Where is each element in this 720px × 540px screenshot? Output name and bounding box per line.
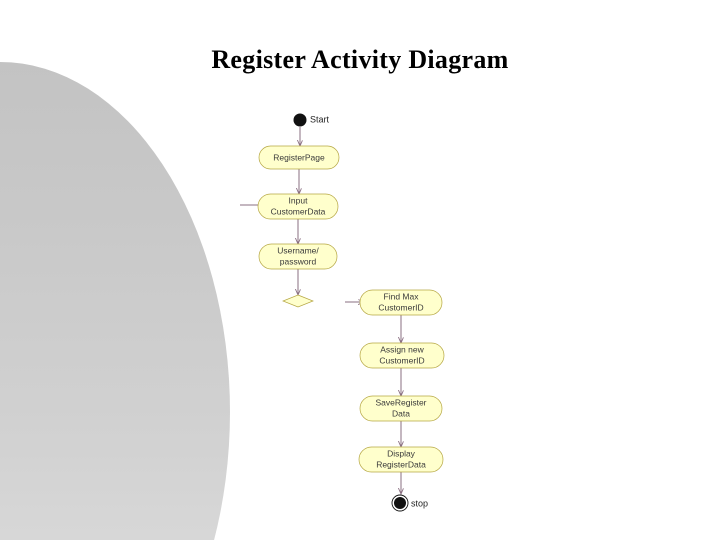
page-title: Register Activity Diagram <box>211 45 509 74</box>
node-display-register-data[interactable]: Display RegisterData <box>358 446 444 473</box>
action-shape <box>257 193 339 220</box>
node-label-line2: RegisterData <box>376 459 426 469</box>
decision-diamond-shape <box>282 294 314 308</box>
final-node-ring <box>391 494 409 512</box>
start-label: Start <box>310 114 330 124</box>
node-find-max-customerid[interactable]: Find Max CustomerID <box>359 289 443 316</box>
node-label-line1: Find Max <box>384 291 420 301</box>
node-label-line1: Assign new <box>380 344 424 354</box>
action-shape <box>258 145 340 170</box>
initial-node-icon <box>293 113 307 127</box>
action-shape <box>358 446 444 473</box>
node-label-line2: CustomerData <box>271 206 326 216</box>
node-start[interactable]: Start <box>293 113 330 127</box>
node-label-line1: SaveRegister <box>375 397 426 407</box>
node-input-customerdata[interactable]: Input CustomerData <box>257 193 339 220</box>
node-label-line2: password <box>280 256 317 266</box>
node-label-line2: CustomerID <box>379 355 424 365</box>
action-shape <box>258 243 338 270</box>
node-stop[interactable]: stop <box>391 494 428 512</box>
node-label-line2: CustomerID <box>378 302 423 312</box>
action-shape <box>359 395 443 422</box>
flow-edges <box>240 127 401 494</box>
node-register-page[interactable]: RegisterPage <box>258 145 340 170</box>
node-decision[interactable] <box>282 294 314 308</box>
node-label-line1: Input <box>289 195 309 205</box>
node-label-line1: Username/ <box>277 245 319 255</box>
node-assign-new-customerid[interactable]: Assign new CustomerID <box>359 342 445 369</box>
node-label-line1: RegisterPage <box>273 152 325 162</box>
node-label-line2: Data <box>392 408 410 418</box>
node-label-line1: Display <box>387 448 416 458</box>
action-shape <box>359 289 443 316</box>
final-node-icon <box>394 497 406 509</box>
stop-label: stop <box>411 498 428 508</box>
node-save-register-data[interactable]: SaveRegister Data <box>359 395 443 422</box>
node-username-password[interactable]: Username/ password <box>258 243 338 270</box>
action-shape <box>359 342 445 369</box>
